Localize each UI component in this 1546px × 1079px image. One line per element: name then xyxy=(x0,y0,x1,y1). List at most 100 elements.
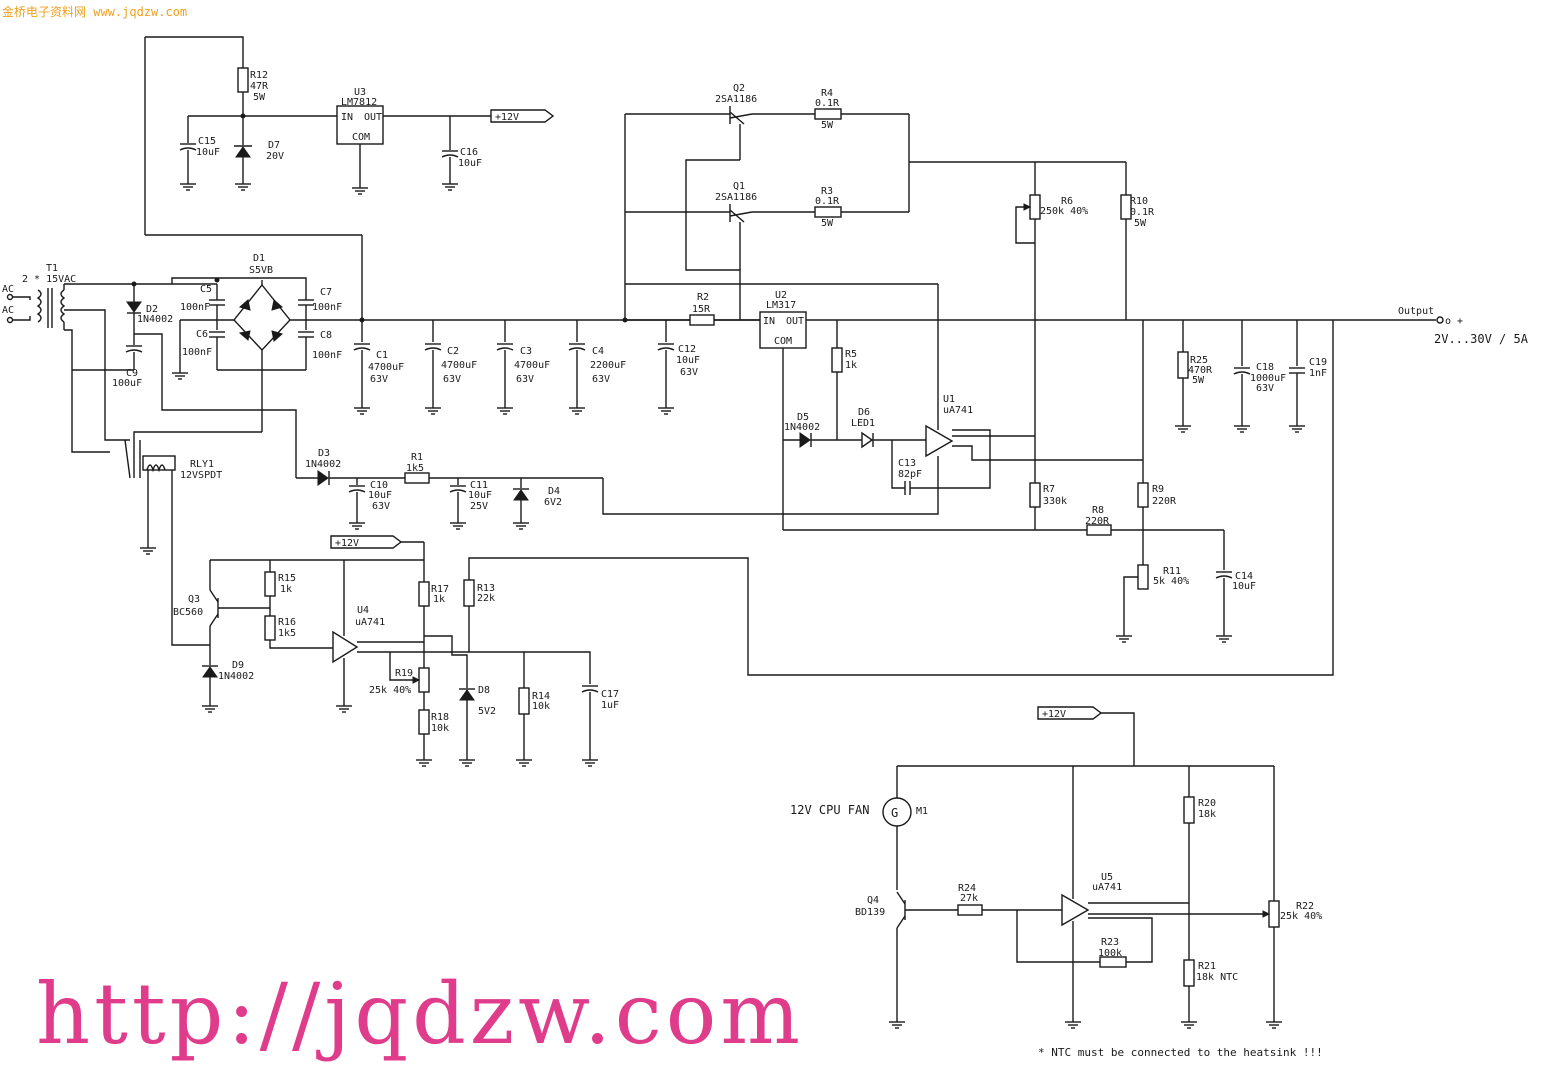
c10-value: 10uF xyxy=(368,490,392,501)
c15-ref: C15 xyxy=(198,136,216,147)
r25-ref: R25 xyxy=(1190,355,1208,366)
u2-regulator xyxy=(759,311,807,349)
d5-ref: D5 xyxy=(797,412,809,423)
r21-value: 18k NTC xyxy=(1196,972,1238,983)
net-12v-tag-c xyxy=(1037,706,1103,720)
t1-value: 2 * 15VAC xyxy=(22,274,76,285)
c9-value: 100uF xyxy=(112,378,142,389)
r5-value: 1k xyxy=(845,360,857,371)
c3-ref: C3 xyxy=(520,346,532,357)
c6-value: 100nF xyxy=(182,347,212,358)
c3-value: 4700uF xyxy=(514,360,550,371)
c8-ref: C8 xyxy=(320,330,332,341)
labels: AC AC T1 2 * 15VAC D1 S5VB RLY1 12VSPDT … xyxy=(2,70,1529,983)
d9-ref: D9 xyxy=(232,660,244,671)
c14-ref: C14 xyxy=(1235,571,1253,582)
output-terminal xyxy=(1436,316,1444,324)
c14-value: 10uF xyxy=(1232,581,1256,592)
c15-capacitor xyxy=(179,143,197,151)
watermark-url: http://jqdzw.com xyxy=(36,965,805,1063)
c18-voltage: 63V xyxy=(1256,383,1274,394)
c4-value: 2200uF xyxy=(590,360,626,371)
c17-ref: C17 xyxy=(601,689,619,700)
net-12v-label-b: +12V xyxy=(335,538,359,549)
q4-value: BD139 xyxy=(855,907,885,918)
r11-potentiometer xyxy=(1137,564,1149,590)
r12-value: 47R xyxy=(250,81,269,92)
c5-ref: C5 xyxy=(200,284,212,295)
c8-capacitor xyxy=(297,331,315,338)
output-plus: o + xyxy=(1445,316,1463,327)
d1-ref: D1 xyxy=(253,253,265,264)
watermark-top: 金桥电子资料网 www.jqdzw.com xyxy=(2,5,188,19)
r21-ref: R21 xyxy=(1198,961,1216,972)
c2-value: 4700uF xyxy=(441,360,477,371)
r20-resistor xyxy=(1183,796,1195,824)
c4-voltage: 63V xyxy=(592,374,610,385)
u1-opamp xyxy=(925,424,954,458)
r14-ref: R14 xyxy=(532,691,550,702)
d1-value: S5VB xyxy=(249,265,273,276)
r19-potentiometer xyxy=(418,667,430,693)
u2-in: IN xyxy=(763,316,775,327)
c2-ref: C2 xyxy=(447,346,459,357)
q2-value: 2SA1186 xyxy=(715,94,757,105)
u3-in: IN xyxy=(341,112,353,123)
u4-value: uA741 xyxy=(355,617,385,628)
u3-com: COM xyxy=(352,132,370,143)
r22-value: 25k 40% xyxy=(1280,911,1322,922)
d8-value: 5V2 xyxy=(478,706,496,717)
c19-value: 1nF xyxy=(1309,368,1327,379)
c6-capacitor xyxy=(208,331,226,338)
q2-ref: Q2 xyxy=(733,83,745,94)
r9-value: 220R xyxy=(1152,496,1177,507)
t1-secondary xyxy=(60,289,66,323)
r4-power: 5W xyxy=(821,120,834,131)
d2-ref: D2 xyxy=(146,304,158,315)
c2-capacitor xyxy=(424,343,442,351)
c14-capacitor xyxy=(1215,571,1233,579)
c18-capacitor xyxy=(1233,367,1251,375)
r15-value: 1k xyxy=(280,584,292,595)
c2-voltage: 63V xyxy=(443,374,461,385)
rly1-value: 12VSPDT xyxy=(180,470,222,481)
r5-resistor xyxy=(831,347,843,373)
r4-resistor xyxy=(814,108,842,120)
ntc-note: * NTC must be connected to the heatsink … xyxy=(1038,1046,1323,1059)
r13-ref: R13 xyxy=(477,583,495,594)
u2-out: OUT xyxy=(786,316,804,327)
u4-opamp xyxy=(332,630,359,664)
net-12v-tag-a xyxy=(490,109,555,123)
r12-ref: R12 xyxy=(250,70,268,81)
d7-ref: D7 xyxy=(268,140,280,151)
d8-zener xyxy=(459,688,475,701)
r16-value: 1k5 xyxy=(278,628,296,639)
net-12v-label-c: +12V xyxy=(1042,709,1066,720)
c11-capacitor xyxy=(449,485,467,493)
u2-value: LM317 xyxy=(766,300,796,311)
c12-value: 10uF xyxy=(676,355,700,366)
section-adjustable-regulator xyxy=(468,162,1444,676)
u3-ref: U3 xyxy=(354,87,366,98)
d9-value: 1N4002 xyxy=(218,671,254,682)
c7-value: 100nF xyxy=(312,302,342,313)
r3-resistor xyxy=(814,206,842,218)
c11-ref: C11 xyxy=(470,480,488,491)
c16-value: 10uF xyxy=(458,158,482,169)
c19-ref: C19 xyxy=(1309,357,1327,368)
c3-capacitor xyxy=(496,343,514,351)
c1-value: 4700uF xyxy=(368,362,404,373)
d5-diode xyxy=(799,432,812,448)
rly1-relay xyxy=(124,439,210,646)
r14-resistor xyxy=(518,687,530,715)
r15-ref: R15 xyxy=(278,573,296,584)
c1-capacitor xyxy=(353,343,371,351)
r1-ref: R1 xyxy=(411,452,423,463)
r24-value: 27k xyxy=(960,893,978,904)
r18-resistor xyxy=(418,709,430,735)
d4-value: 6V2 xyxy=(544,497,562,508)
section-u4-driver xyxy=(201,535,599,767)
r9-ref: R9 xyxy=(1152,484,1164,495)
r8-ref: R8 xyxy=(1092,505,1104,516)
u3-regulator xyxy=(336,105,384,145)
